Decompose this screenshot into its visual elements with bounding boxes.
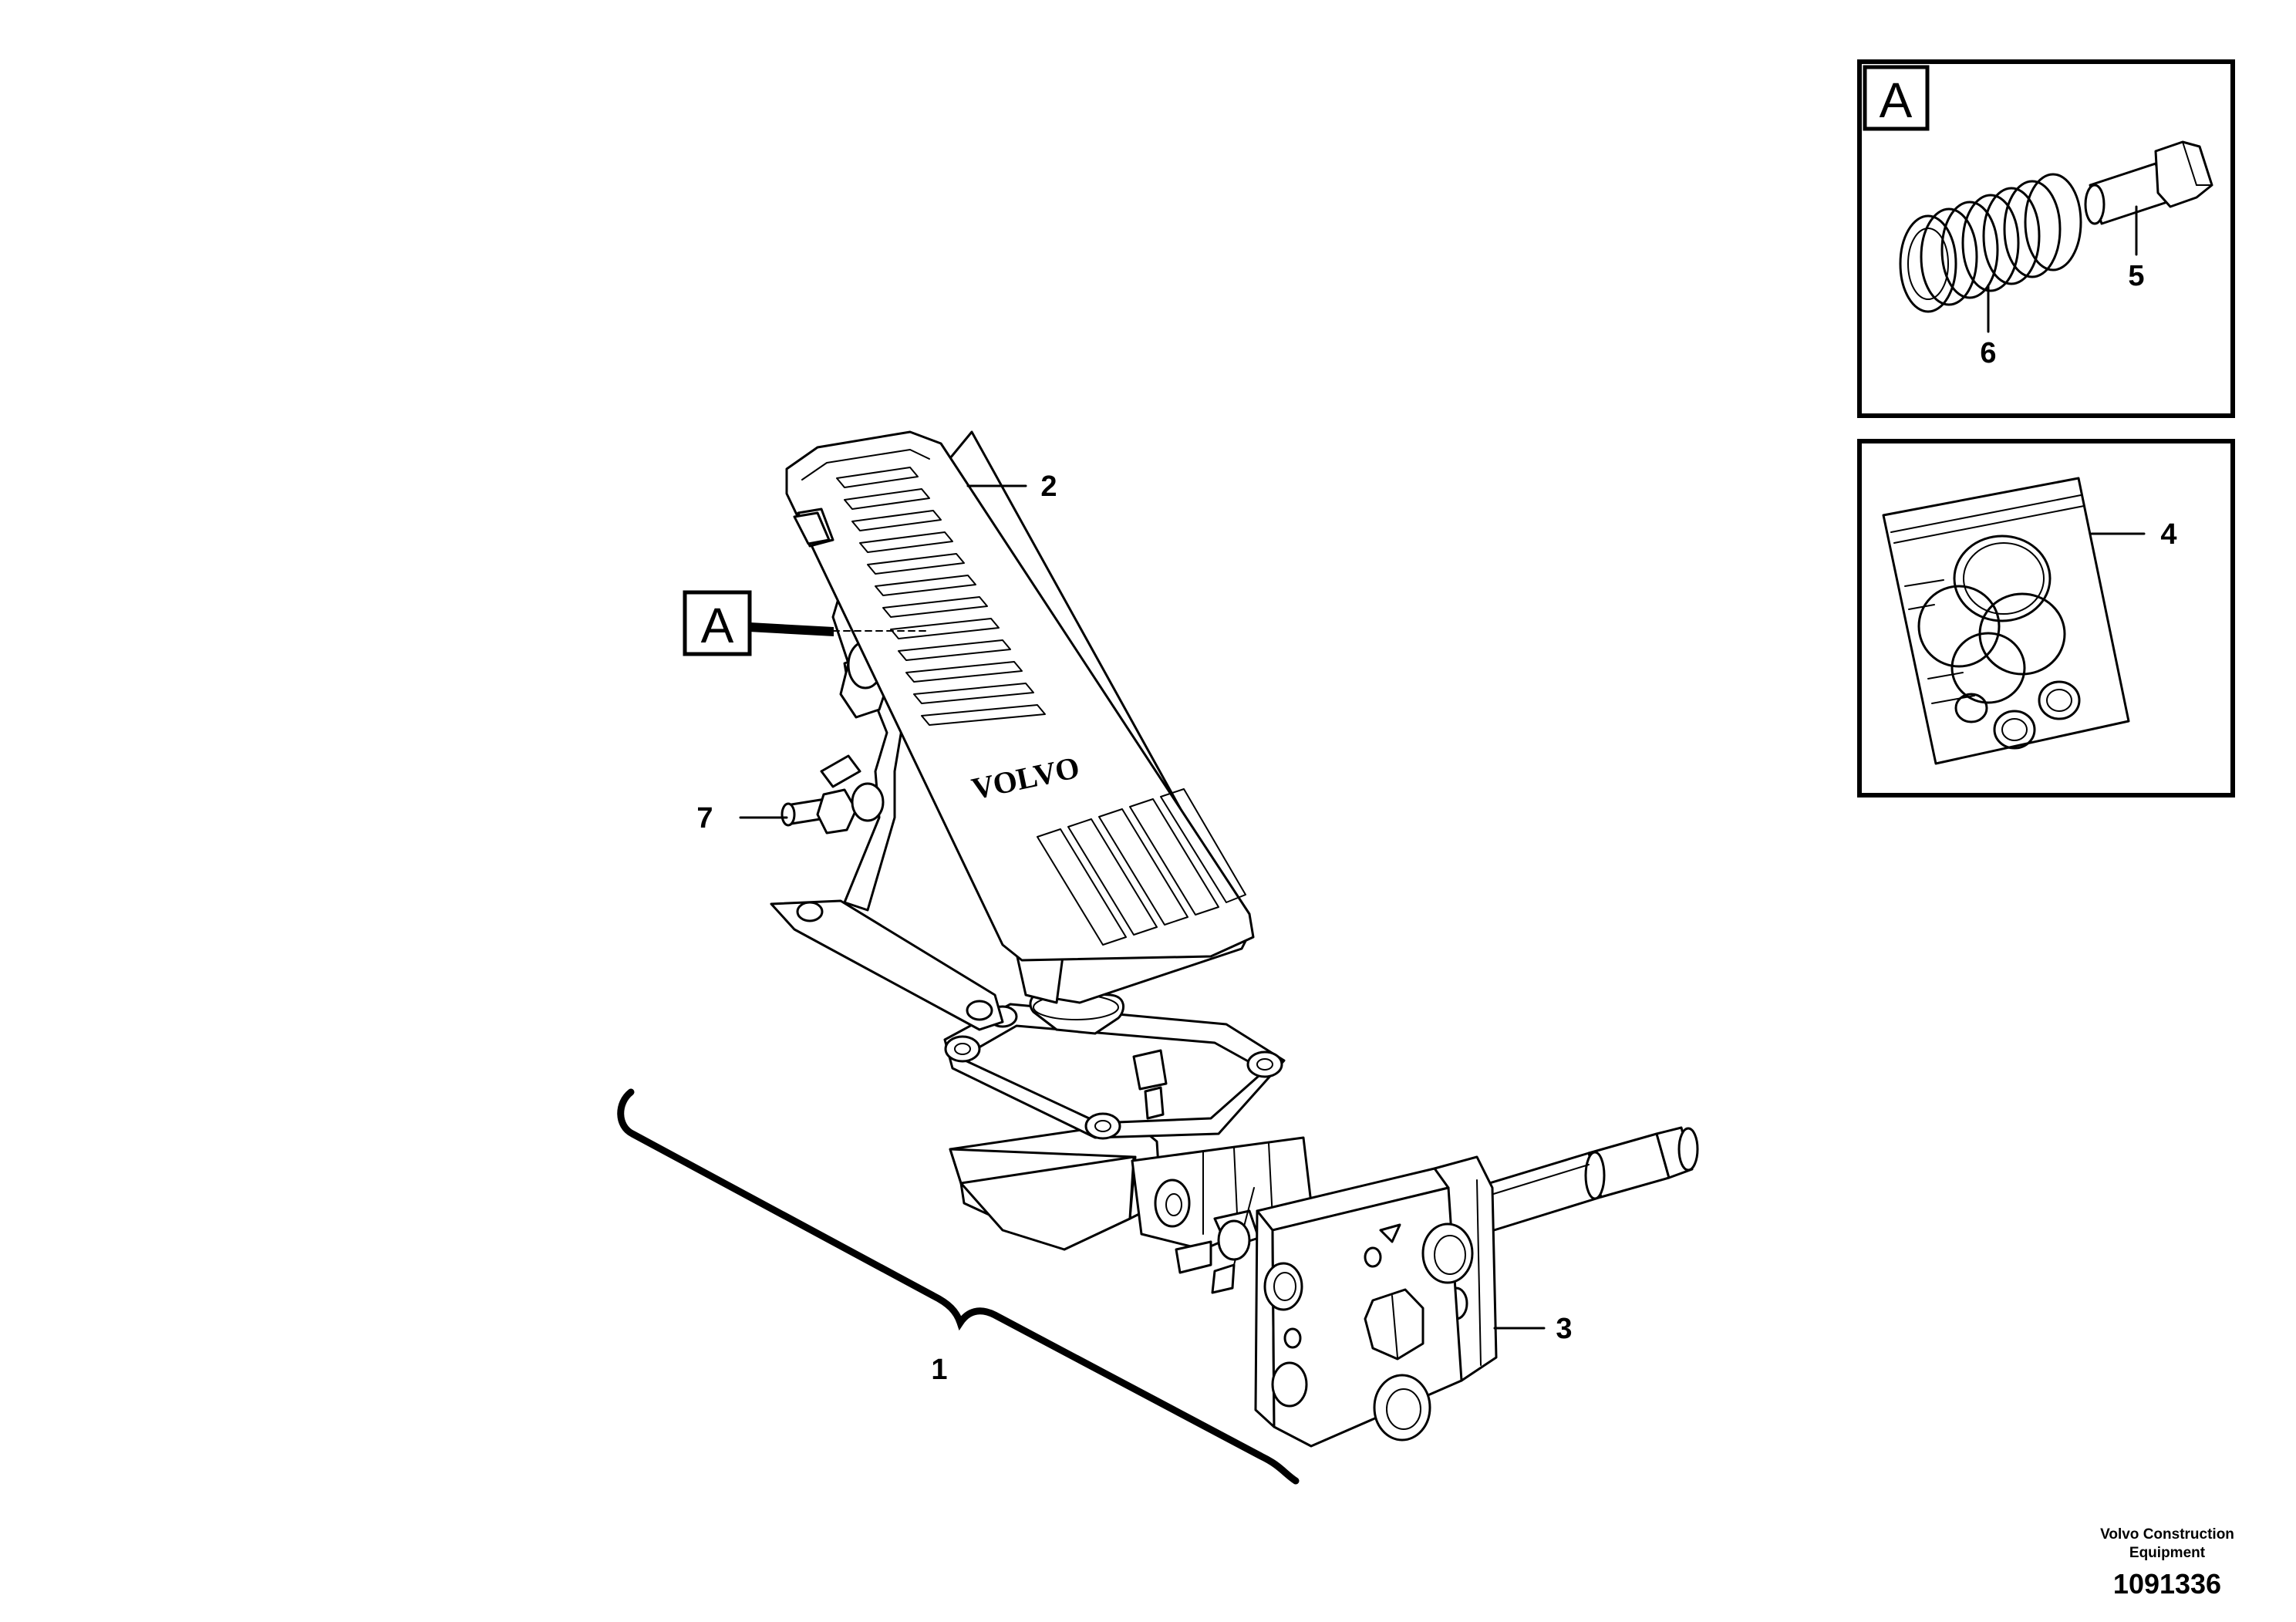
callout-4: 4 (2160, 518, 2176, 551)
callout-5: 5 (2128, 260, 2144, 292)
pedal-ribs-upper (836, 467, 1046, 726)
spring-part (1899, 173, 2082, 313)
detail-a-marker-label: A (701, 598, 734, 653)
callout-7: 7 (696, 802, 713, 835)
drawing-credit: Volvo Construction Equipment 1091336 (2100, 1526, 2234, 1600)
drawing-number: 1091336 (2113, 1568, 2221, 1600)
credit-line-1: Volvo Construction (2100, 1526, 2234, 1543)
callout-2: 2 (1040, 470, 1057, 503)
bolt-part (2084, 140, 2213, 225)
seal-kit-inset: 4 (1857, 439, 2235, 798)
callout-3: 3 (1556, 1313, 1572, 1345)
callout-6: 6 (1980, 337, 1996, 369)
credit-line-2: Equipment (2129, 1545, 2206, 1561)
seal-kit-bag (1882, 477, 2130, 765)
assembly-brace (617, 1088, 1300, 1485)
callout-1: 1 (931, 1354, 947, 1386)
pedal-ribs-lower (1037, 788, 1246, 946)
detail-a-inset: A 6 5 (1857, 59, 2235, 418)
detail-a-marker-box (683, 590, 752, 656)
inset-a-label: A (1880, 73, 1913, 128)
pedal-valve-assembly: 1 (617, 430, 1699, 1485)
detail-a-pointer (749, 622, 834, 637)
